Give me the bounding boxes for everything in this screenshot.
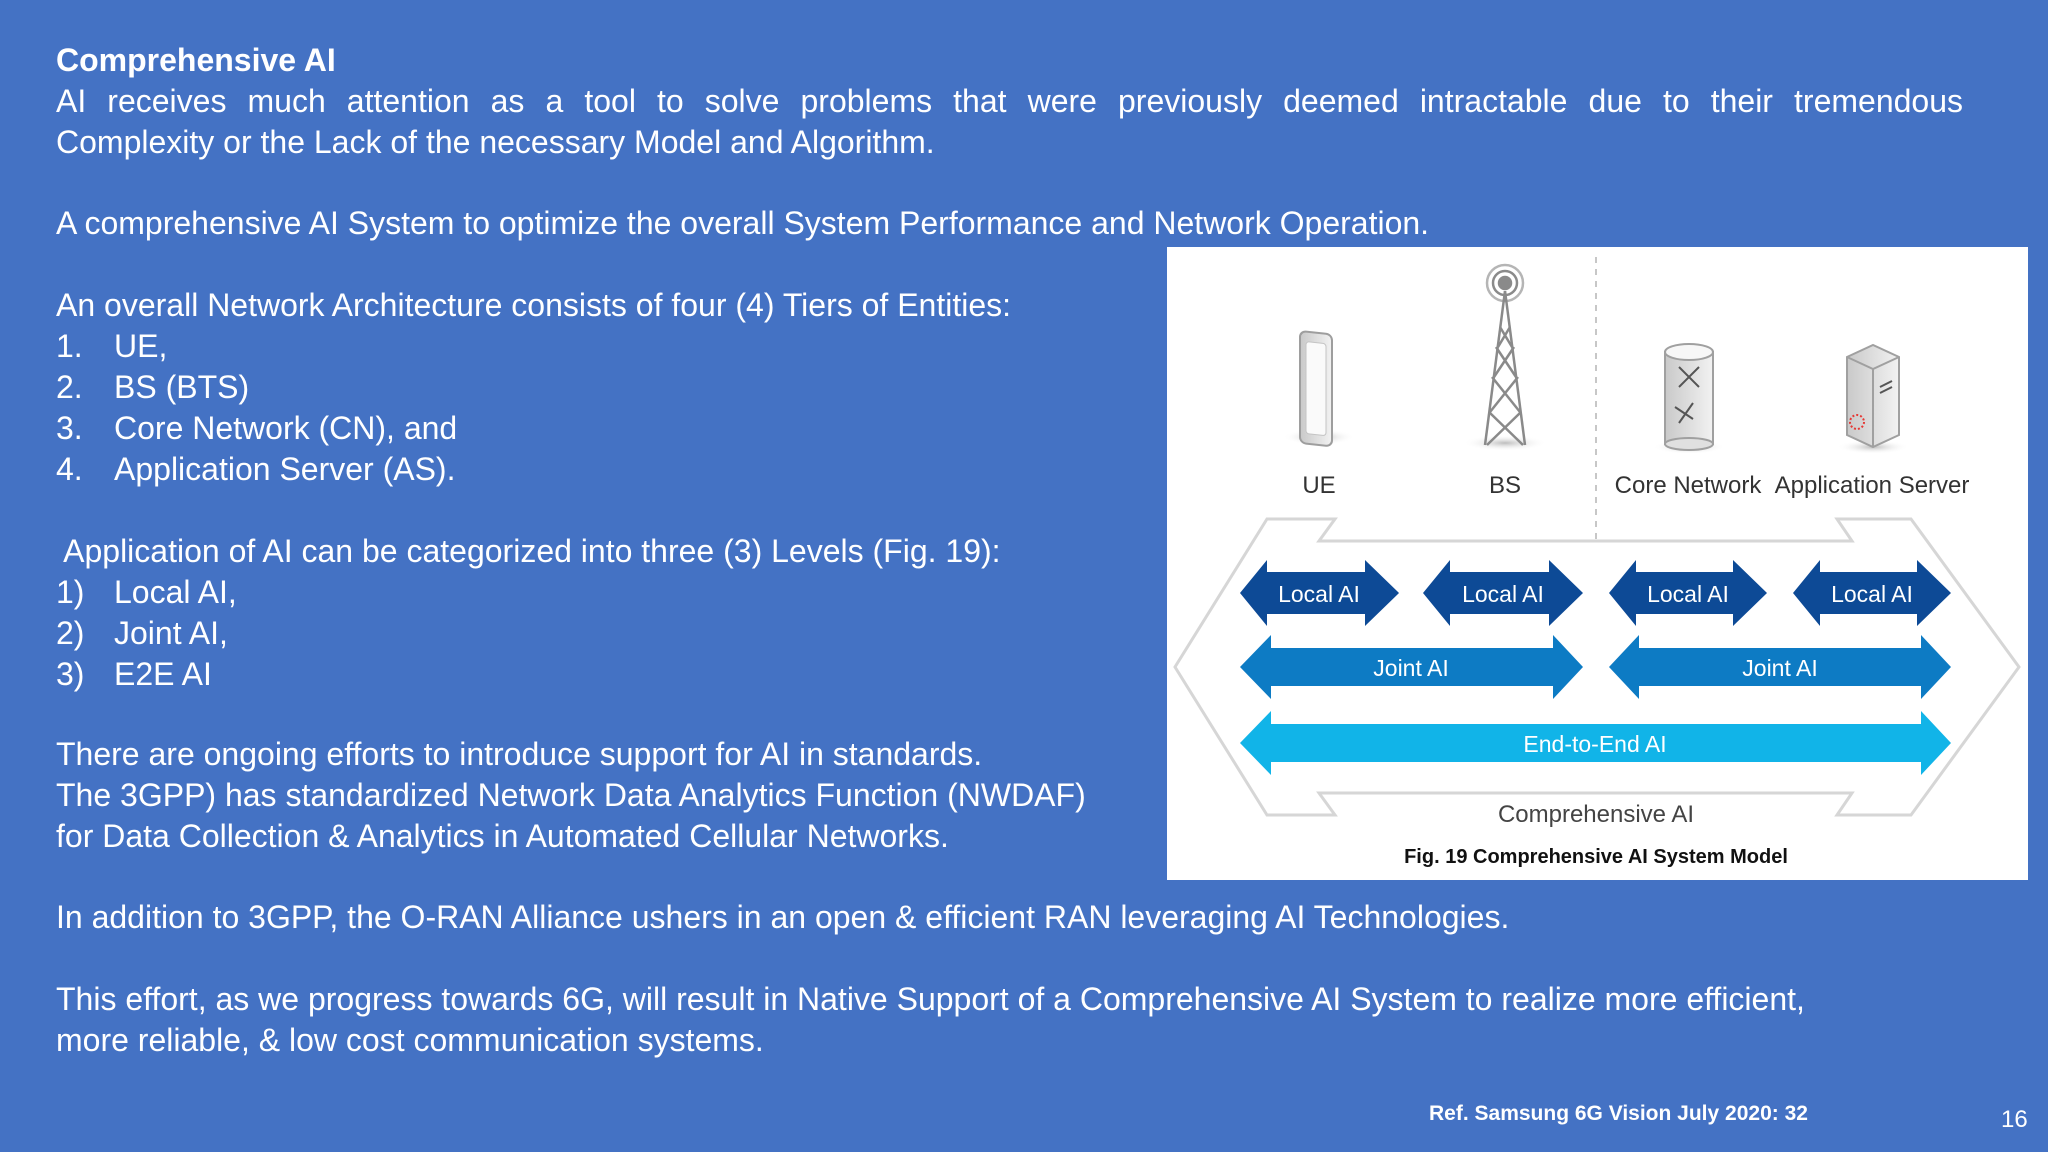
conclusion-line-2: more reliable, & low cost communication …	[56, 1022, 764, 1058]
levels-list: 1) Local AI, 2) Joint AI, 3) E2E AI	[56, 572, 237, 695]
joint-ai-label: Joint AI	[1373, 655, 1448, 681]
list-item: 2. BS (BTS)	[56, 367, 457, 408]
application-server-icon	[1837, 343, 1909, 454]
conclusion-line-1: This effort, as we progress towards 6G, …	[56, 981, 1805, 1017]
local-ai-arrows	[1240, 560, 1951, 626]
list-label: Application Server (AS).	[114, 451, 456, 487]
local-ai-arrow	[1609, 560, 1767, 626]
tiers-intro: An overall Network Architecture consists…	[56, 287, 1012, 323]
local-ai-label: Local AI	[1647, 581, 1729, 607]
entity-label-bs: BS	[1489, 472, 1521, 499]
list-label: BS (BTS)	[114, 369, 250, 405]
list-number: 3)	[56, 656, 85, 692]
list-item: 3. Core Network (CN), and	[56, 408, 457, 449]
list-item: 4. Application Server (AS).	[56, 449, 457, 490]
list-item: 3) E2E AI	[56, 654, 237, 695]
end-to-end-ai-arrow	[1240, 711, 1951, 775]
oran-paragraph: In addition to 3GPP, the O-RAN Alliance …	[56, 899, 1510, 935]
list-label: E2E AI	[114, 656, 212, 692]
list-number: 2)	[56, 615, 85, 651]
core-network-icon	[1653, 343, 1725, 454]
list-label: Local AI,	[114, 574, 237, 610]
list-number: 1)	[56, 574, 85, 610]
entity-label-ue: UE	[1302, 472, 1335, 499]
list-number: 1.	[56, 328, 83, 364]
ue-phone-icon	[1283, 330, 1355, 447]
figure-caption: Fig. 19 Comprehensive AI System Model	[1404, 846, 1788, 868]
list-number: 2.	[56, 369, 83, 405]
tiers-list: 1. UE, 2. BS (BTS) 3. Core Network (CN), an…	[56, 326, 457, 490]
list-label: Joint AI,	[114, 615, 228, 651]
list-item: 1) Local AI,	[56, 572, 237, 613]
figure-diagram: UE BS Core Network Application Server Lo…	[1173, 257, 2021, 868]
reference-note: Ref. Samsung 6G Vision July 2020: 32	[1429, 1102, 1808, 1125]
slide-heading: Comprehensive AI	[56, 42, 336, 78]
joint-ai-arrows	[1240, 635, 1951, 699]
list-label: Core Network (CN), and	[114, 410, 458, 446]
joint-ai-arrow	[1609, 635, 1951, 699]
local-ai-arrow	[1793, 560, 1951, 626]
levels-intro: Application of AI can be categorized int…	[56, 533, 1001, 569]
comprehensive-ai-label: Comprehensive AI	[1498, 801, 1694, 828]
entity-label-core-network: Core Network	[1615, 472, 1763, 499]
standards-line-1: There are ongoing efforts to introduce s…	[56, 736, 983, 772]
joint-ai-label: Joint AI	[1742, 655, 1817, 681]
local-ai-arrow	[1240, 560, 1399, 626]
list-label: UE,	[114, 328, 168, 364]
system-paragraph: A comprehensive AI System to optimize th…	[56, 205, 1430, 241]
intro-paragraph: AI receives much attention as a tool to …	[56, 81, 1963, 163]
entity-label-application-server: Application Server	[1775, 472, 1970, 499]
local-ai-label: Local AI	[1278, 581, 1360, 607]
list-number: 3.	[56, 410, 83, 446]
list-item: 2) Joint AI,	[56, 613, 237, 654]
end-to-end-ai-label: End-to-End AI	[1523, 731, 1666, 757]
list-number: 4.	[56, 451, 83, 487]
intro-line-2: Complexity or the Lack of the necessary …	[56, 124, 935, 160]
standards-line-3: for Data Collection & Analytics in Autom…	[56, 818, 949, 854]
local-ai-label: Local AI	[1831, 581, 1913, 607]
local-ai-label: Local AI	[1462, 581, 1544, 607]
standards-line-2: The 3GPP) has standardized Network Data …	[56, 777, 1086, 813]
intro-line-1: AI receives much attention as a tool to …	[56, 83, 1963, 119]
list-item: 1. UE,	[56, 326, 457, 367]
local-ai-arrow	[1423, 560, 1583, 626]
bs-tower-icon	[1463, 263, 1547, 451]
joint-ai-arrow	[1240, 635, 1583, 699]
page-number: 16	[2001, 1106, 2028, 1133]
comprehensive-ai-figure: UE BS Core Network Application Server Lo…	[1167, 247, 2028, 880]
